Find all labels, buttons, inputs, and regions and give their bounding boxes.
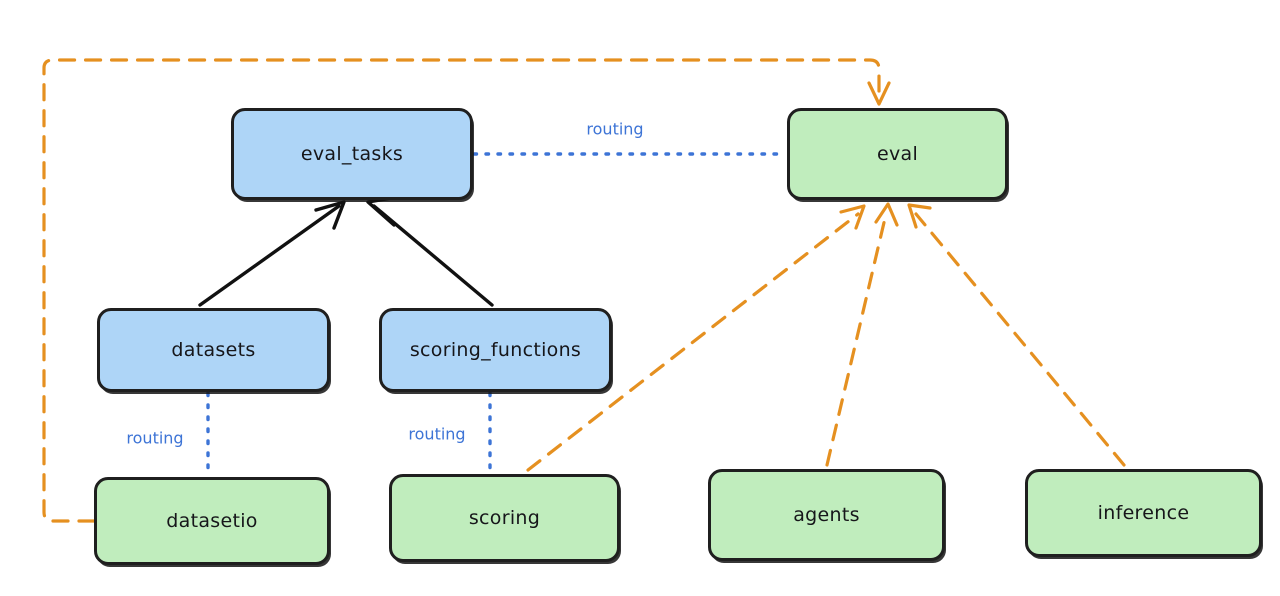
edge-datasets-eval-tasks [198,200,346,307]
node-eval-tasks[interactable]: eval_tasks [231,108,473,200]
edge-label-datasets-datasetio: routing [126,428,184,448]
node-label-scoring-functions: scoring_functions [409,339,582,361]
edge-agents-eval [825,202,899,467]
node-scoring-functions[interactable]: scoring_functions [379,308,612,392]
node-inference[interactable]: inference [1025,469,1262,557]
node-label-agents: agents [793,504,860,526]
node-label-eval: eval [876,143,919,165]
node-label-inference: inference [1097,502,1190,524]
node-label-datasets: datasets [171,339,256,361]
edge-label-eval-tasks-eval: routing [586,119,644,139]
node-label-eval-tasks: eval_tasks [300,143,404,165]
node-datasetio[interactable]: datasetio [94,477,330,565]
node-eval[interactable]: eval [787,108,1008,200]
node-label-scoring: scoring [468,507,541,529]
node-agents[interactable]: agents [708,469,945,561]
node-scoring[interactable]: scoring [389,474,620,562]
edge-inference-eval [907,203,1126,467]
edge-label-scoring-functions-scoring: routing [408,424,466,444]
node-datasets[interactable]: datasets [97,308,330,392]
edge-scoring-functions-eval-tasks [366,196,494,307]
node-label-datasetio: datasetio [166,510,258,532]
